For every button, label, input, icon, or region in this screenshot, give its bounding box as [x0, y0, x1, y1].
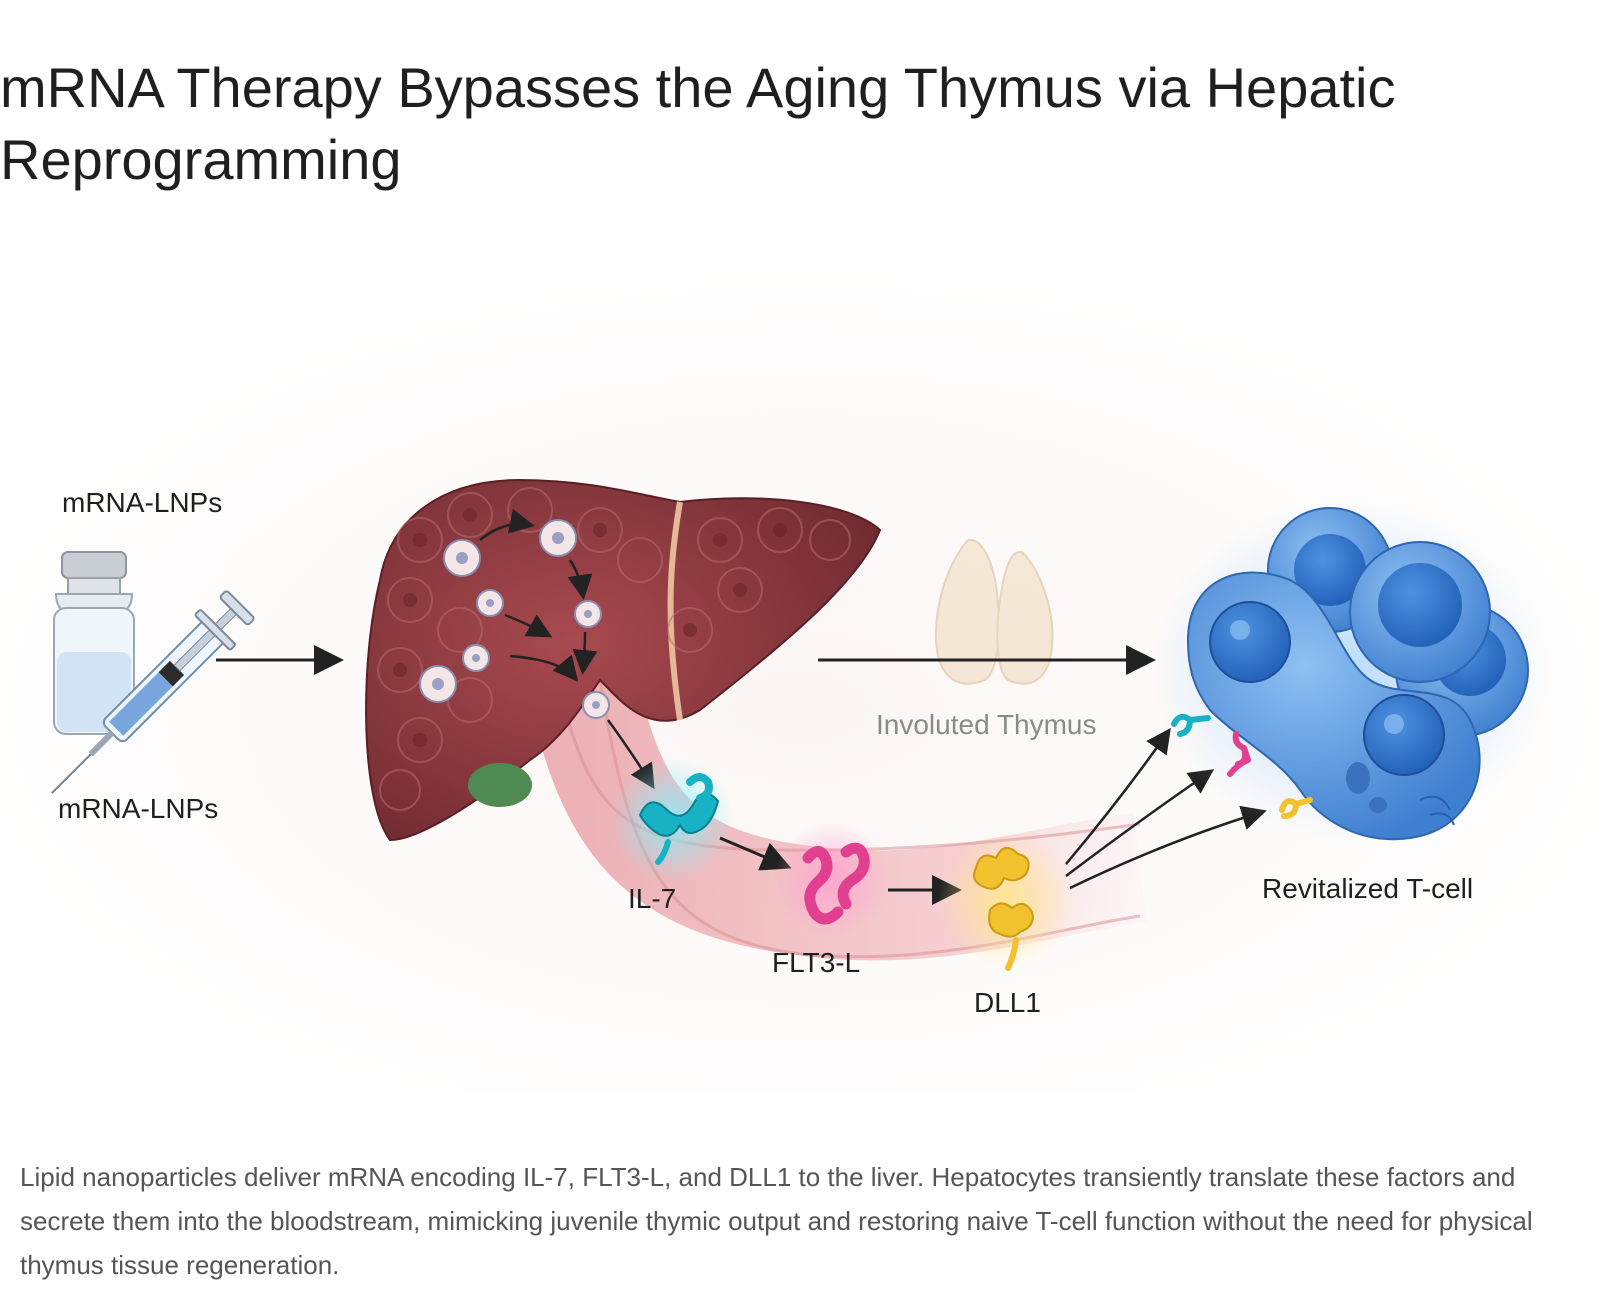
lnp-bottom-label: mRNA-LNPs: [58, 793, 218, 824]
arrows-to-receptors: [1065, 727, 1267, 890]
thymus-label: Involuted Thymus: [876, 709, 1097, 740]
page-title: mRNA Therapy Bypasses the Aging Thymus v…: [0, 56, 1396, 191]
figure-caption: Lipid nanoparticles deliver mRNA encodin…: [20, 1162, 1533, 1280]
il7-factor-icon: [610, 758, 734, 882]
dll1-factor-icon: [938, 832, 1074, 971]
receptor-icon: [1171, 713, 1313, 819]
arrow-il7-to-flt3l: [719, 836, 792, 871]
diagram-figure: mRNA-LNPs mRNA-LNPs: [0, 240, 1600, 1090]
liver-icon: [365, 478, 882, 842]
il7-label: IL-7: [628, 883, 676, 914]
t-cell-icon: [1150, 500, 1550, 841]
vial-icon: [53, 551, 135, 735]
flt3l-label: FLT3-L: [772, 947, 860, 978]
lnp-particle-icon: [419, 519, 610, 719]
thymus-icon: [934, 538, 1054, 685]
flt3l-factor-icon: [774, 822, 890, 938]
tcell-label: Revitalized T-cell: [1262, 873, 1473, 904]
dll1-label: DLL1: [974, 987, 1041, 1018]
lnp-top-label: mRNA-LNPs: [62, 487, 222, 518]
syringe-icon: [51, 590, 255, 794]
